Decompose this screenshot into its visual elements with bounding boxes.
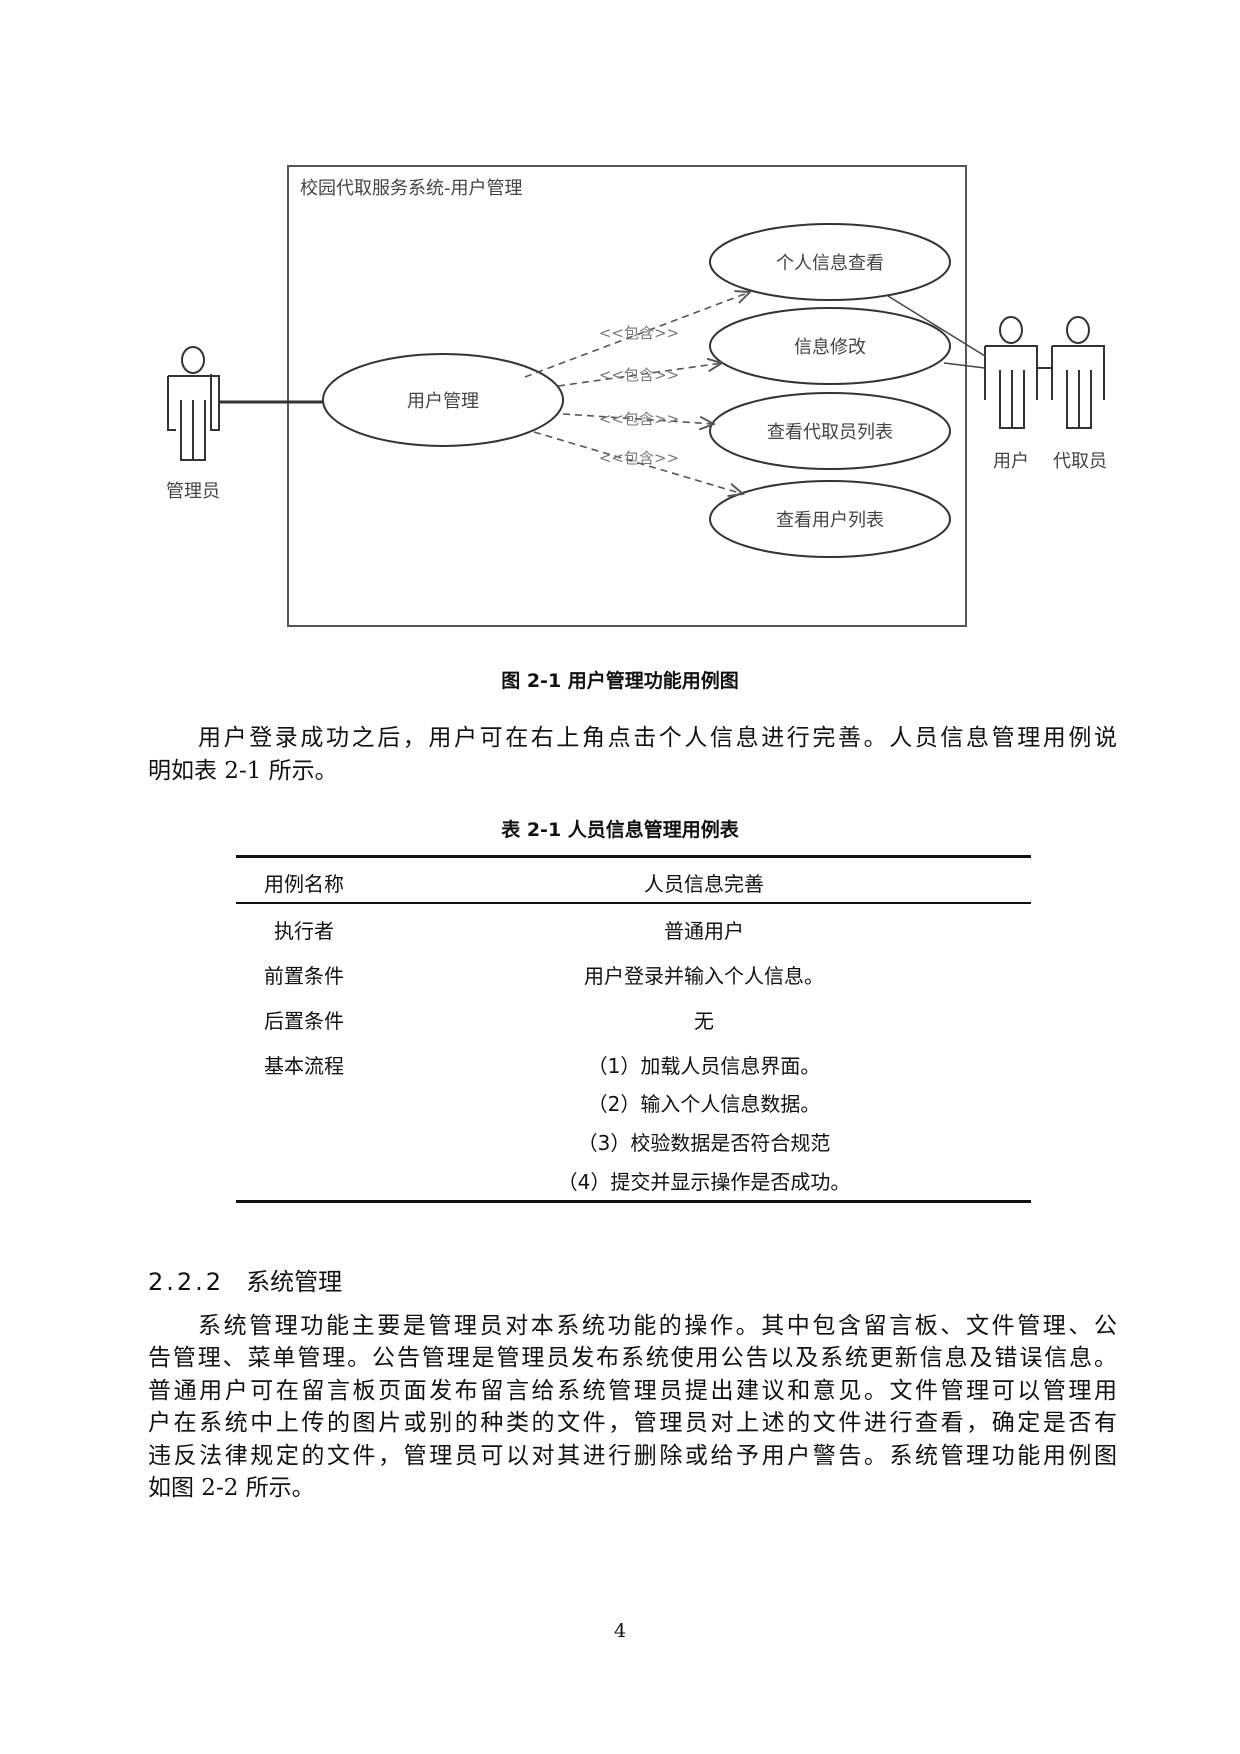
table-cell: 执行者 (274, 919, 334, 943)
include-arrow (562, 413, 714, 424)
system-boundary (287, 165, 967, 627)
use-case-label: 信息修改 (794, 337, 866, 358)
page-number: 4 (613, 1620, 627, 1642)
paragraph-line: 用户登录成功之后，用户可在右上角点击个人信息进行完善。人员信息管理用例说 (198, 725, 1117, 751)
figure-caption: 图 2-1 用户管理功能用例图 (501, 670, 739, 692)
actor-user-label: 用户 (993, 451, 1029, 472)
include-arrow (533, 431, 743, 494)
paragraph-line: 普通用户可在留言板页面发布留言给系统管理员提出建议和意见。文件管理可以管理用 (148, 1378, 1117, 1404)
association-line (943, 362, 986, 369)
actor-user (984, 316, 1038, 429)
table-cell: （1）加载人员信息界面。 (587, 1054, 821, 1078)
actor-admin-label: 管理员 (166, 481, 220, 502)
paragraph-line: 户在系统中上传的图片或别的种类的文件，管理员对上述的文件进行查看，确定是否有 (148, 1410, 1117, 1436)
include-label: <<包含>> (599, 366, 679, 384)
use-case-view-users (709, 480, 951, 558)
use-case-view-profile (709, 223, 951, 301)
use-case-label: 查看用户列表 (776, 510, 884, 531)
section-title: 系统管理 (246, 1268, 343, 1296)
table-header-rule (236, 902, 1031, 904)
use-case-diagram: 校园代取服务系统-用户管理 管理员 用户 代取员 用户管理 个人信息查看 信息修… (166, 165, 1107, 627)
actor-courier (1051, 316, 1105, 429)
actor-admin (167, 346, 220, 461)
use-case-label: 个人信息查看 (776, 253, 884, 274)
table-cell: （2）输入个人信息数据。 (587, 1092, 821, 1116)
use-case-edit-info (709, 307, 951, 385)
table-cell: 普通用户 (664, 919, 744, 943)
table-cell: （3）校验数据是否符合规范 (577, 1131, 831, 1155)
table-cell: 无 (694, 1009, 714, 1033)
use-case-user-management (322, 353, 564, 447)
use-case-view-couriers (709, 392, 951, 470)
actor-courier-label: 代取员 (1053, 451, 1107, 472)
paragraph-line: 系统管理功能主要是管理员对本系统功能的操作。其中包含留言板、文件管理、公 (198, 1313, 1117, 1339)
table-header-cell: 用例名称 (264, 872, 344, 896)
section-heading: 2.2.2 系统管理 (148, 1262, 342, 1297)
table-cell: 用户登录并输入个人信息。 (584, 964, 824, 988)
table-cell: 前置条件 (264, 964, 344, 988)
table-cell: 后置条件 (264, 1009, 344, 1033)
use-case-main-label: 用户管理 (407, 391, 479, 412)
paragraph-line: 告管理、菜单管理。公告管理是管理员发布系统使用公告以及系统更新信息及错误信息。 (148, 1345, 1117, 1371)
include-label: <<包含>> (599, 324, 679, 342)
association-line (887, 295, 986, 357)
include-label: <<包含>> (599, 410, 679, 428)
table-cell: （4）提交并显示操作是否成功。 (557, 1170, 851, 1194)
paragraph-line: 明如表 2-1 所示。 (148, 758, 338, 784)
paragraph-line: 如图 2-2 所示。 (148, 1475, 315, 1501)
system-title: 校园代取服务系统-用户管理 (300, 178, 523, 199)
table-caption: 表 2-1 人员信息管理用例表 (501, 819, 739, 841)
include-label: <<包含>> (599, 449, 679, 467)
paragraph-line: 违反法律规定的文件，管理员可以对其进行删除或给予用户警告。系统管理功能用例图 (148, 1443, 1117, 1469)
section-number: 2.2.2 (148, 1268, 225, 1296)
table-top-rule (236, 855, 1031, 858)
include-arrow (557, 363, 722, 387)
include-arrow (524, 292, 750, 378)
table-bottom-rule (236, 1200, 1031, 1203)
use-case-label: 查看代取员列表 (767, 422, 893, 443)
table-header-cell: 人员信息完善 (644, 872, 764, 896)
table-cell: 基本流程 (264, 1054, 344, 1078)
